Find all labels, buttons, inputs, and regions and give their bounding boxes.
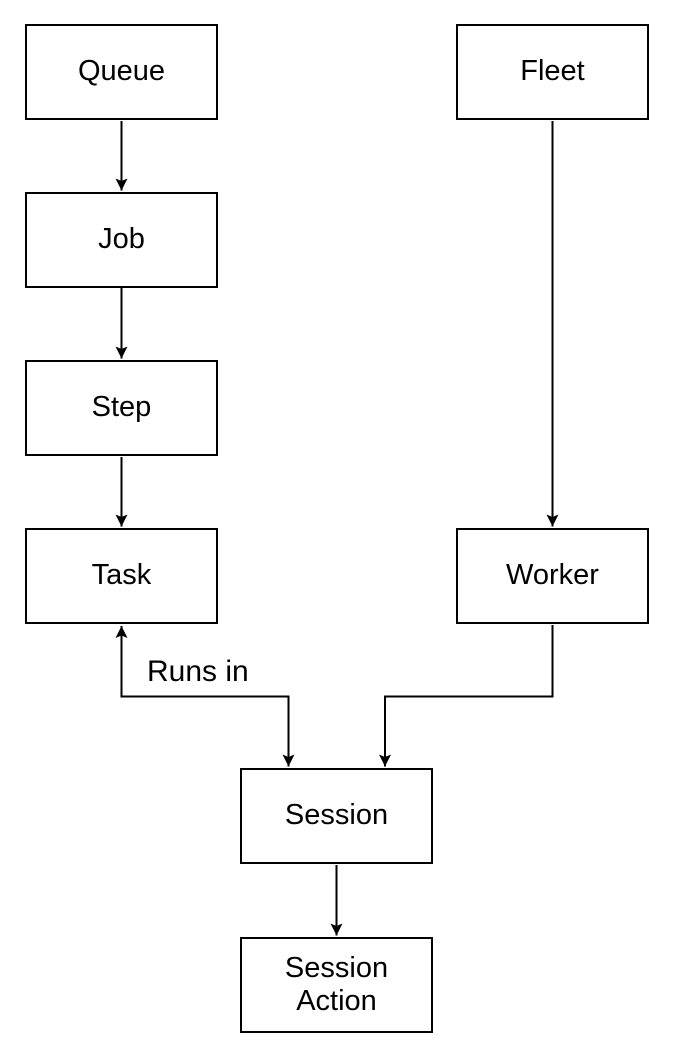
node-job: Job — [25, 192, 218, 288]
node-job-label: Job — [98, 223, 145, 256]
node-fleet-label: Fleet — [520, 55, 585, 88]
node-queue: Queue — [25, 24, 218, 120]
node-task-label: Task — [91, 559, 152, 592]
edge-label-runs-in: Runs in — [145, 655, 251, 688]
node-task: Task — [25, 528, 218, 624]
node-session: Session — [240, 768, 433, 864]
node-queue-label: Queue — [77, 55, 166, 88]
node-session-label: Session — [284, 799, 389, 832]
edge-worker-to-session — [379, 625, 554, 767]
node-fleet: Fleet — [456, 24, 649, 120]
edge-session-to-task-runs-in — [115, 626, 295, 767]
node-worker: Worker — [456, 528, 649, 624]
node-worker-label: Worker — [506, 559, 599, 592]
node-step-label: Step — [91, 391, 152, 424]
node-session-action-label: Session Action — [284, 951, 389, 1017]
node-session-action: Session Action — [240, 937, 433, 1033]
node-step: Step — [25, 360, 218, 456]
